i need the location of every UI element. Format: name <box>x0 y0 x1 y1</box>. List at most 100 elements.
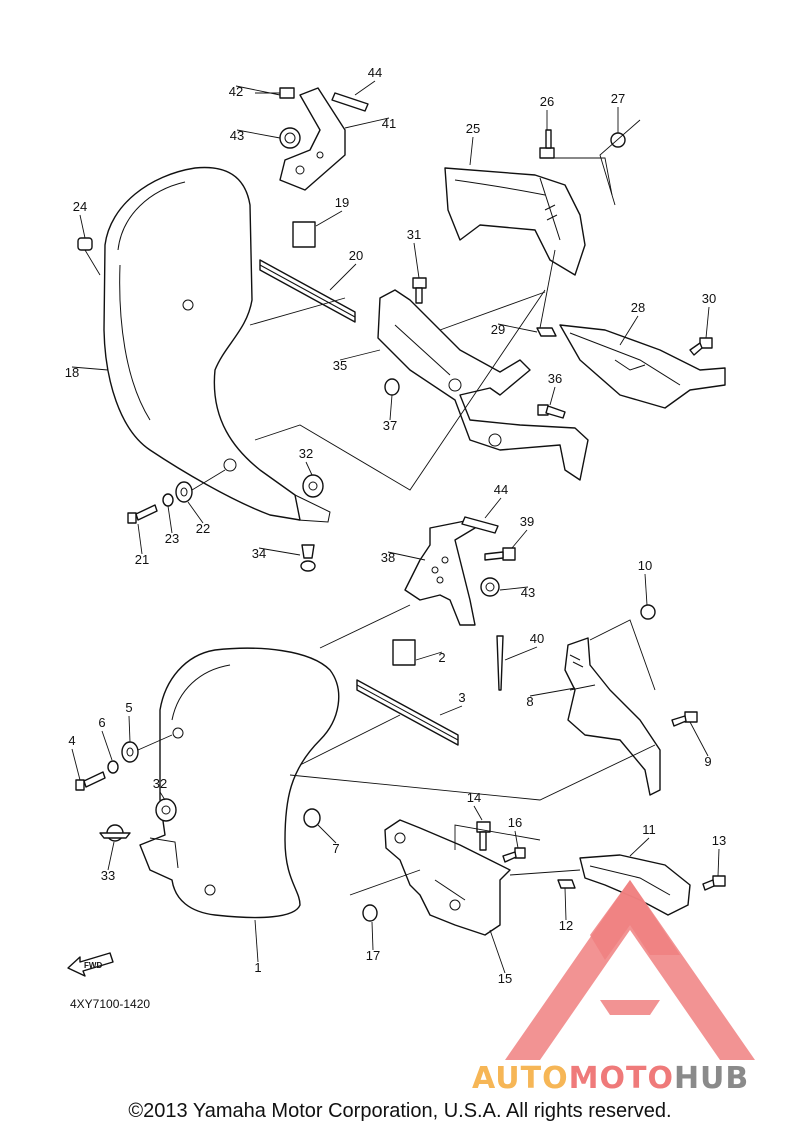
bolt-part-21 <box>127 504 158 524</box>
leader-line <box>484 497 502 519</box>
callout-number: 23 <box>165 531 179 546</box>
clip-part-12 <box>557 879 576 889</box>
callout-number: 38 <box>381 550 395 565</box>
leader-line <box>689 721 709 757</box>
callout-number: 21 <box>135 552 149 567</box>
callout-number: 33 <box>101 868 115 883</box>
frame-part-15 <box>384 819 511 936</box>
leader-line <box>619 315 639 346</box>
clip-part-43-upper <box>279 127 301 149</box>
leader-line <box>629 837 650 857</box>
leader-line <box>564 887 567 921</box>
callout-number: 19 <box>335 195 349 210</box>
bracket-part-38 <box>404 519 476 626</box>
bolt-part-16 <box>502 847 526 863</box>
leader-line <box>254 919 259 963</box>
leader-line <box>705 306 710 339</box>
leader-line <box>344 117 390 129</box>
callout-number: 6 <box>98 715 105 730</box>
grommet-part-37 <box>384 378 400 396</box>
bolt-part-26 <box>539 129 555 159</box>
cover-part-11 <box>579 854 691 916</box>
leader-line <box>159 791 166 801</box>
callout-number: 31 <box>407 227 421 242</box>
leader-line <box>354 80 376 96</box>
callout-number: 17 <box>366 948 380 963</box>
bolt-part-4 <box>75 771 106 791</box>
callout-number: 35 <box>333 358 347 373</box>
leader-line <box>315 210 343 227</box>
callout-number: 44 <box>494 482 508 497</box>
strip-part-44-upper <box>331 92 369 112</box>
callout-number: 13 <box>712 833 726 848</box>
callout-number: 28 <box>631 300 645 315</box>
grommet-part-17 <box>362 904 378 922</box>
callout-number: 16 <box>508 815 522 830</box>
leader-line <box>187 501 204 524</box>
callout-number: 14 <box>467 790 481 805</box>
leader-line <box>489 929 506 974</box>
callout-number: 1 <box>254 960 261 975</box>
diagram-code: 4XY7100-1420 <box>70 997 150 1011</box>
leader-line <box>71 366 109 371</box>
leader-line <box>317 824 337 844</box>
frame-part-35 <box>377 289 589 481</box>
tie-part-40 <box>496 635 504 691</box>
leader-line <box>339 349 381 361</box>
svg-text:AUTOMOTOHUB: AUTOMOTOHUB <box>472 1061 749 1096</box>
cover-part-25 <box>444 167 586 276</box>
leader-line <box>473 805 483 821</box>
washer-part-23 <box>162 493 174 507</box>
callout-number: 12 <box>559 918 573 933</box>
callout-number: 26 <box>540 94 554 109</box>
callout-number: 22 <box>196 521 210 536</box>
bolt-part-13 <box>702 875 726 891</box>
callout-number: 32 <box>153 776 167 791</box>
leader-line <box>79 214 86 239</box>
watermark-auto: AUTO <box>472 1061 569 1096</box>
callout-number: 4 <box>68 733 75 748</box>
callout-number: 27 <box>611 91 625 106</box>
leader-line <box>511 529 528 549</box>
front-shell-part-1 <box>139 647 340 919</box>
leader-line <box>329 263 357 291</box>
leader-line <box>497 323 538 333</box>
grommet-part-7 <box>303 808 321 828</box>
callout-number: 40 <box>530 631 544 646</box>
watermark-triangle-icon <box>505 880 755 1060</box>
leader-line <box>469 136 474 166</box>
clip-part-33 <box>99 824 131 842</box>
leader-line <box>167 505 173 534</box>
assembly-guide-lines <box>249 119 656 896</box>
copyright-notice: ©2013 Yamaha Motor Corporation, U.S.A. A… <box>128 1100 672 1122</box>
leader-line <box>71 748 81 781</box>
callout-number: 10 <box>638 558 652 573</box>
bolt-part-39 <box>484 547 516 561</box>
watermark-moto: MOTO <box>569 1061 674 1096</box>
leader-line <box>644 573 648 606</box>
callout-number: 30 <box>702 291 716 306</box>
callout-number: 29 <box>491 322 505 337</box>
callout-number: 24 <box>73 199 87 214</box>
bolt-part-9 <box>671 711 698 727</box>
bolt-part-31 <box>412 277 427 304</box>
grommet-part-32-lower <box>155 798 177 822</box>
bolt-part-14 <box>476 821 491 851</box>
leader-line <box>371 921 374 951</box>
leader-line <box>236 129 281 139</box>
cover-part-8 <box>564 637 661 796</box>
callout-number: 37 <box>383 418 397 433</box>
leader-line <box>499 586 529 591</box>
leader-line <box>549 386 556 406</box>
leader-line <box>387 551 426 561</box>
cover-part-28 <box>559 324 726 409</box>
callout-number: 9 <box>704 754 711 769</box>
grommet-part-32-upper <box>302 474 324 498</box>
callout-number: 5 <box>125 700 132 715</box>
clip-part-29 <box>536 327 557 337</box>
callout-number: 41 <box>382 116 396 131</box>
watermark-hub: HUB <box>674 1061 749 1096</box>
bracket-part-41 <box>279 87 346 191</box>
leader-line <box>717 848 720 877</box>
leader-line <box>415 651 443 661</box>
